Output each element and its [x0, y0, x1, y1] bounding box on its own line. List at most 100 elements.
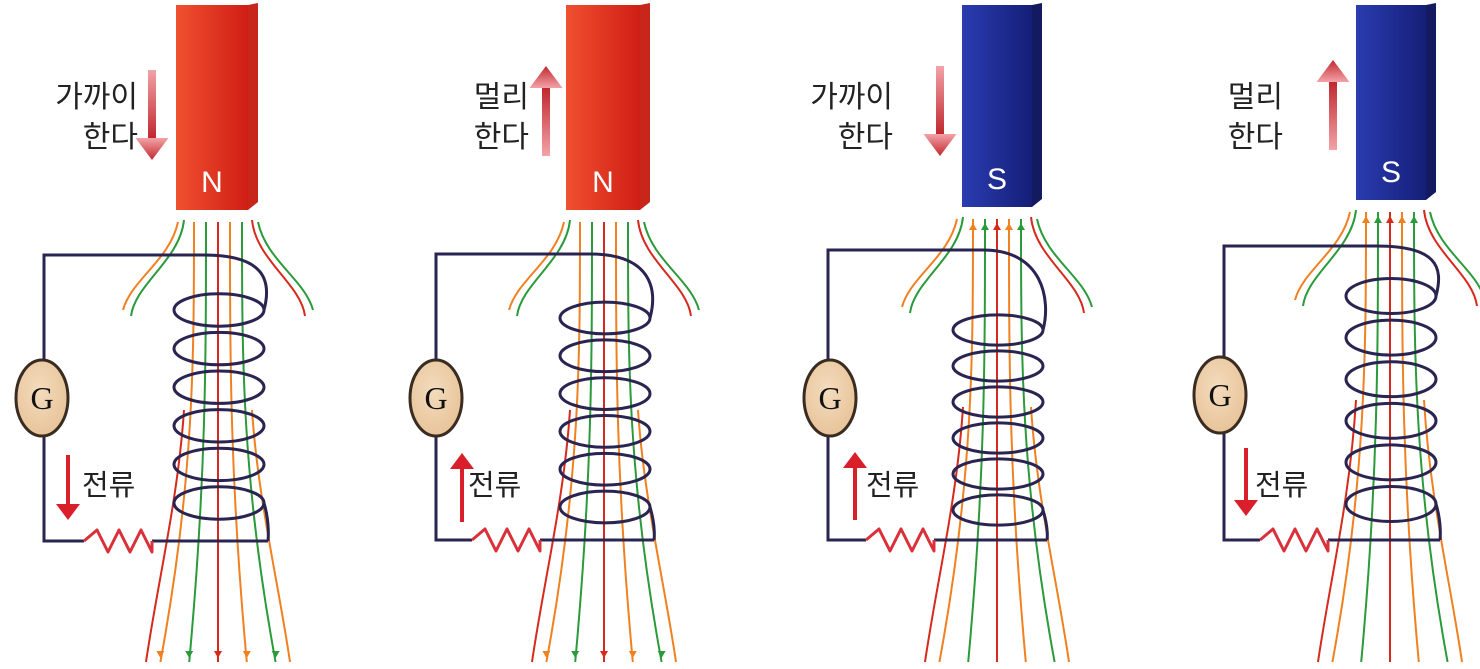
- field-arrowhead: [993, 223, 1001, 230]
- field-arrowhead: [600, 651, 608, 658]
- coil-turn: [172, 292, 266, 328]
- field-arrowhead: [242, 651, 251, 658]
- magnet-pole-label: N: [201, 166, 223, 199]
- field-line: [545, 221, 581, 663]
- motion-label-line-1: 멀리: [473, 80, 529, 115]
- resistor: [1259, 527, 1330, 553]
- field-line: [615, 221, 634, 663]
- motion-label-line-2: 한다: [1227, 120, 1283, 155]
- coil-turn: [951, 313, 1045, 347]
- coil-lead: [1434, 503, 1442, 541]
- coil-turn: [951, 421, 1045, 455]
- coil: [1344, 244, 1442, 541]
- magnet: N: [176, 3, 258, 210]
- resistor: [471, 527, 542, 553]
- motion-label-line-1: 멀리: [1227, 80, 1283, 115]
- galvanometer: G: [408, 358, 464, 438]
- field-lines: [122, 219, 314, 663]
- galvanometer-body: [14, 358, 70, 438]
- circuit-wire: [42, 436, 84, 543]
- coil-turn: [558, 338, 652, 374]
- field-line: [1331, 211, 1367, 663]
- magnet-pole-label: S: [987, 163, 1007, 196]
- field-arrowhead: [271, 651, 280, 658]
- circuit-wire: [42, 253, 204, 360]
- coil-turn: [1344, 277, 1438, 315]
- coil-turn: [558, 414, 652, 449]
- coil-lead: [648, 506, 656, 541]
- field-line: [1020, 218, 1056, 663]
- circuit-wire: [1222, 433, 1260, 542]
- magnet-side: [248, 3, 258, 210]
- field-line: [241, 221, 277, 663]
- magnet-body: [962, 5, 1032, 207]
- panel-3: 가까이 한다 전류: [740, 0, 1110, 669]
- motion-label: 멀리 한다: [1163, 78, 1283, 158]
- field-line: [938, 218, 974, 663]
- circuit-wire: [434, 252, 590, 360]
- current-arrow: [56, 455, 80, 520]
- magnet-body: [1356, 5, 1426, 200]
- motion-label-line-2: 한다: [473, 120, 529, 155]
- magnet-side: [1426, 3, 1436, 200]
- field-line: [251, 219, 306, 317]
- panel-1: 가까이 한다 전류: [0, 0, 370, 669]
- magnet-pole-label: S: [1381, 156, 1401, 189]
- coil-lead: [1041, 509, 1049, 541]
- field-line: [516, 219, 571, 317]
- circuit-wire: [826, 436, 866, 542]
- motion-label-line-1: 가까이: [55, 80, 138, 115]
- field-line: [229, 221, 248, 663]
- field-arrowhead: [1005, 223, 1013, 230]
- field-arrowhead: [1410, 216, 1418, 223]
- field-arrowhead: [542, 651, 551, 658]
- coil-lead: [1375, 244, 1441, 297]
- galvanometer-body: [1192, 355, 1248, 435]
- magnet-body: [566, 5, 640, 210]
- current-label: 전류: [82, 468, 136, 502]
- field-arrowhead: [1398, 216, 1406, 223]
- field-line: [637, 219, 692, 317]
- field-line: [257, 221, 314, 311]
- motion-label-line-1: 가까이: [810, 80, 893, 115]
- panel-1-drawing: GN: [14, 3, 314, 663]
- field-line: [145, 409, 185, 663]
- galvanometer-body: [408, 358, 464, 438]
- field-line: [1413, 211, 1449, 663]
- magnet-motion-arrow: [529, 66, 563, 156]
- current-arrow: [450, 453, 474, 522]
- field-line: [1429, 211, 1480, 291]
- coil-turn: [1344, 443, 1438, 482]
- current-arrow: [843, 452, 867, 520]
- field-line: [574, 221, 593, 663]
- magnet-motion-arrow: [135, 70, 169, 160]
- magnet-motion-arrow: [923, 66, 957, 156]
- magnet: S: [962, 3, 1042, 207]
- field-line: [1294, 211, 1351, 301]
- galvanometer: G: [14, 358, 70, 438]
- field-arrowhead: [657, 651, 666, 658]
- coil-turn: [172, 408, 266, 444]
- galvanometer-label: G: [30, 380, 53, 416]
- coil-turn: [172, 446, 266, 483]
- coil: [951, 248, 1049, 541]
- panel-2-drawing: GN: [408, 3, 700, 663]
- panel-3-drawing: GS: [802, 3, 1093, 663]
- resistor: [865, 527, 936, 553]
- field-arrowhead: [969, 223, 977, 230]
- galvanometer-label: G: [1208, 377, 1231, 413]
- field-line: [159, 221, 195, 663]
- coil-turn: [1344, 318, 1438, 357]
- coil-turn: [172, 330, 266, 367]
- field-arrowhead: [1374, 216, 1382, 223]
- coil: [558, 252, 656, 541]
- field-arrowhead: [981, 223, 989, 230]
- circuit-wire: [826, 248, 983, 360]
- coil: [172, 253, 270, 542]
- galvanometer-body: [802, 358, 858, 438]
- field-arrowhead: [156, 651, 165, 658]
- field-line: [1030, 216, 1085, 314]
- coil-turn: [558, 300, 652, 336]
- field-line: [188, 221, 207, 663]
